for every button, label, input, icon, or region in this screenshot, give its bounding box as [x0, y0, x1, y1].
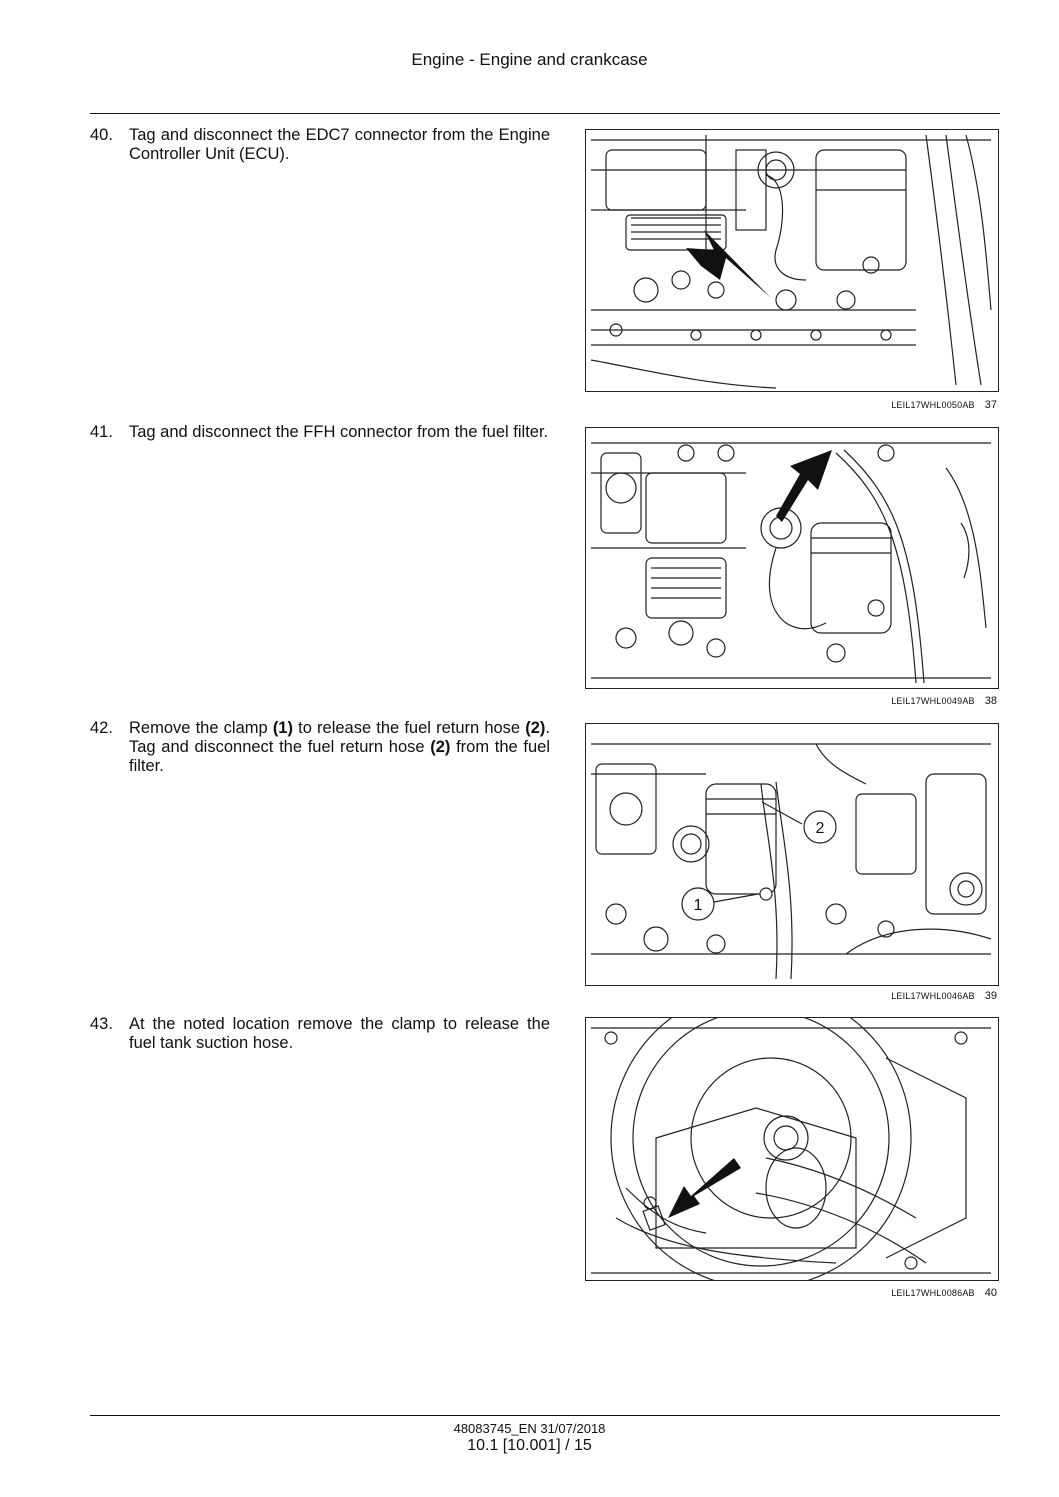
step-text: At the noted location remove the clamp t…	[129, 1015, 550, 1052]
footer-rule	[90, 1415, 1000, 1416]
figure-code: LEIL17WHL0046AB	[891, 991, 975, 1001]
figure-caption: LEIL17WHL0046AB 39	[585, 990, 997, 1002]
callout-1: 1	[694, 897, 703, 914]
step-43: 43. At the noted location remove the cla…	[90, 1015, 550, 1053]
callout-ref: (2)	[430, 738, 451, 756]
callout-ref: (2)	[525, 719, 546, 737]
figure-38	[585, 427, 999, 689]
figure-caption: LEIL17WHL0050AB 37	[585, 399, 997, 411]
step-text: Tag and disconnect the FFH connector fro…	[129, 423, 549, 441]
step-number: 42.	[90, 719, 113, 737]
fuel-return-hose-illustration: 1 2	[591, 743, 992, 980]
footer-page-number: 10.1 [10.001] / 15	[467, 1437, 592, 1454]
figure-37	[585, 129, 999, 392]
suction-hose-clamp-illustration	[591, 1018, 991, 1280]
step-text: Tag and disconnect the EDC7 connector fr…	[129, 126, 550, 163]
figure-code: LEIL17WHL0050AB	[891, 400, 975, 410]
figure-code: LEIL17WHL0086AB	[891, 1288, 975, 1298]
fuel-filter-illustration	[591, 442, 991, 684]
figure-code: LEIL17WHL0049AB	[891, 696, 975, 706]
step-number: 41.	[90, 423, 113, 441]
figure-number: 39	[984, 990, 997, 1002]
figure-number: 37	[984, 399, 997, 411]
page-header-title: Engine - Engine and crankcase	[411, 50, 648, 69]
step-number: 43.	[90, 1015, 113, 1033]
step-number: 40.	[90, 126, 113, 144]
step-text: Remove the clamp (1) to release the fuel…	[129, 719, 551, 775]
figure-caption: LEIL17WHL0049AB 38	[585, 695, 997, 707]
figure-number: 38	[984, 695, 997, 707]
figure-caption: LEIL17WHL0086AB 40	[585, 1287, 997, 1299]
step-41: 41. Tag and disconnect the FFH connector…	[90, 423, 550, 442]
figure-number: 40	[984, 1287, 997, 1299]
step-42: 42. Remove the clamp (1) to release the …	[90, 719, 550, 776]
figure-39: 1 2	[585, 723, 999, 986]
step-40: 40. Tag and disconnect the EDC7 connecto…	[90, 126, 550, 164]
footer-doc-id: 48083745_EN 31/07/2018	[453, 1421, 606, 1436]
header-rule	[90, 113, 1000, 114]
figure-40	[585, 1017, 999, 1281]
callout-ref: (1)	[272, 719, 293, 737]
engine-ecu-illustration	[590, 134, 992, 389]
callout-2: 2	[816, 820, 825, 837]
